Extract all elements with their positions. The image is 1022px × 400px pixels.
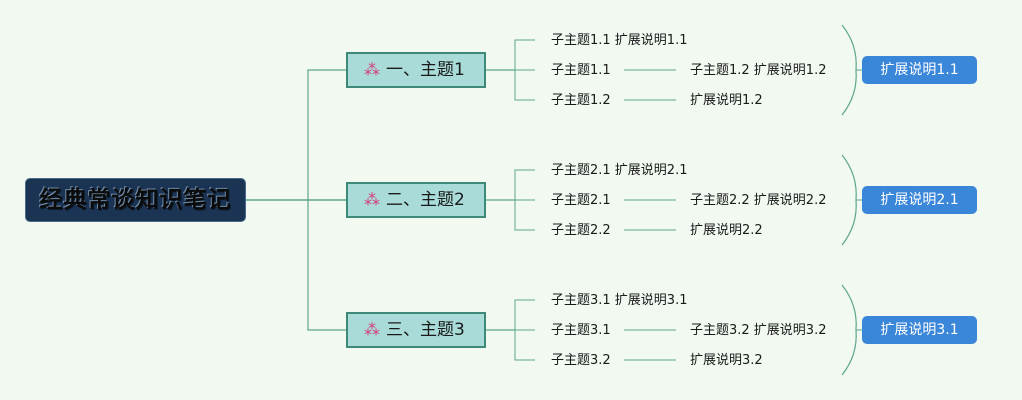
subtopic-1-line-1[interactable]: 子主题1.1 扩展说明1.1 [551,33,688,48]
subtopic-2-line-3[interactable]: 子主题2.2 [551,223,611,238]
detail-3-line-1[interactable]: 子主题3.2 扩展说明3.2 [690,323,827,338]
subtopic-3-line-3[interactable]: 子主题3.2 [551,353,611,368]
detail-2-line-1[interactable]: 子主题2.2 扩展说明2.2 [690,193,827,208]
topic-node-3[interactable]: ⁂三、主题3 [346,312,486,348]
root-node[interactable]: 经典常谈知识笔记 [25,178,246,222]
sparkle-icon: ⁂ [364,190,380,209]
sparkle-icon: ⁂ [364,320,380,339]
subtopic-3-line-1[interactable]: 子主题3.1 扩展说明3.1 [551,293,688,308]
subtopic-1-line-2[interactable]: 子主题1.1 [551,63,611,78]
summary-badge-1[interactable]: 扩展说明1.1 [862,56,977,84]
subtopic-2-line-1[interactable]: 子主题2.1 扩展说明2.1 [551,163,688,178]
detail-1-line-1[interactable]: 子主题1.2 扩展说明1.2 [690,63,827,78]
detail-2-line-2[interactable]: 扩展说明2.2 [690,223,763,238]
summary-badge-3[interactable]: 扩展说明3.1 [862,316,977,344]
summary-badge-2[interactable]: 扩展说明2.1 [862,186,977,214]
subtopic-2-line-2[interactable]: 子主题2.1 [551,193,611,208]
topic-node-2[interactable]: ⁂二、主题2 [346,182,486,218]
detail-3-line-2[interactable]: 扩展说明3.2 [690,353,763,368]
topic-node-1[interactable]: ⁂一、主题1 [346,52,486,88]
subtopic-3-line-2[interactable]: 子主题3.1 [551,323,611,338]
detail-1-line-2[interactable]: 扩展说明1.2 [690,93,763,108]
subtopic-1-line-3[interactable]: 子主题1.2 [551,93,611,108]
sparkle-icon: ⁂ [364,60,380,79]
